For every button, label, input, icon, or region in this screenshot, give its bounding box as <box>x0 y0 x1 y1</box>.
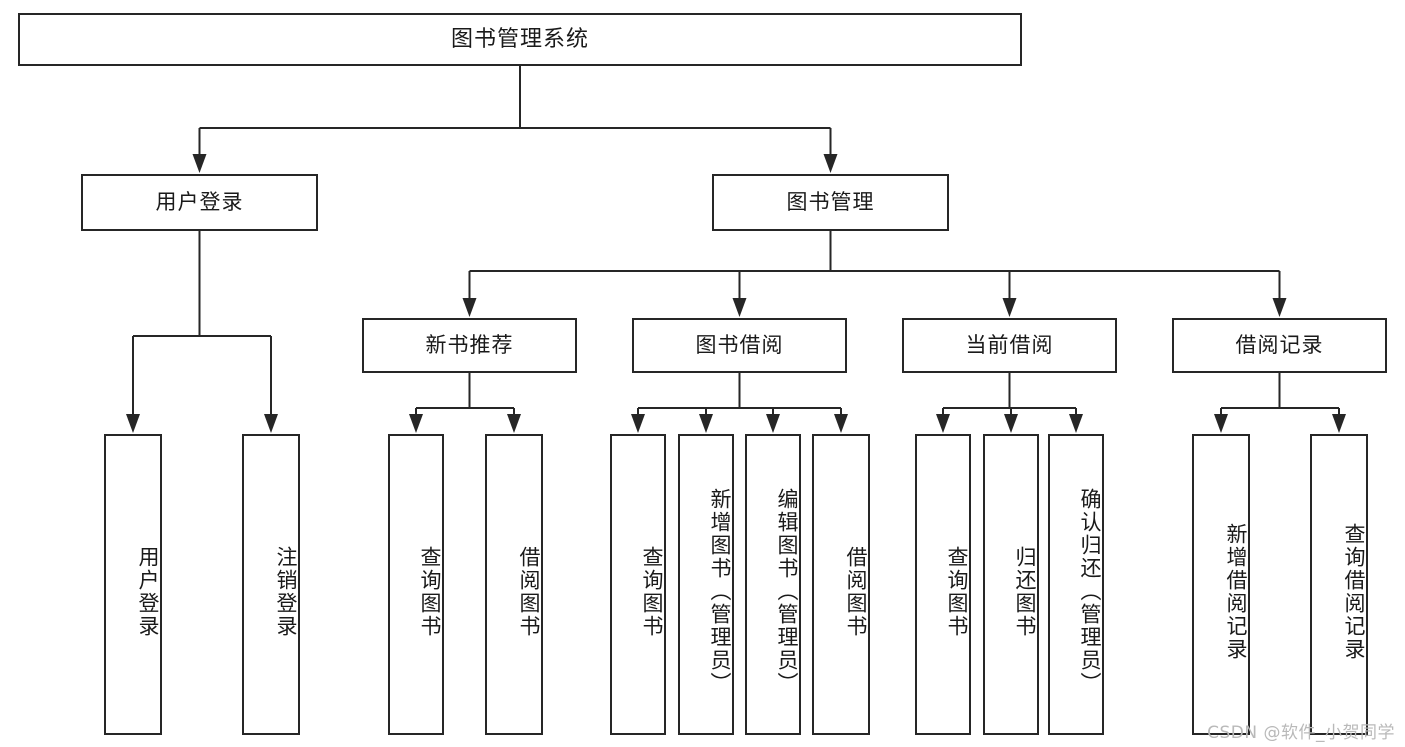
node-root-label: 图书管理系统 <box>450 26 589 52</box>
node-leaf-edit-book[interactable]: 编辑图书（管理员） <box>745 434 801 735</box>
node-leaf-query-book-2-label: 查询图书 <box>640 545 664 638</box>
node-root[interactable]: 图书管理系统 <box>18 13 1022 66</box>
node-user-login[interactable]: 用户登录 <box>81 174 318 231</box>
node-leaf-add-book-label: 新增图书（管理员） <box>708 488 732 695</box>
node-leaf-add-book[interactable]: 新增图书（管理员） <box>678 434 734 735</box>
node-borrow-record-label: 借阅记录 <box>1235 333 1324 358</box>
node-current-borrow[interactable]: 当前借阅 <box>902 318 1117 373</box>
node-book-manage-label: 图书管理 <box>786 190 875 215</box>
node-leaf-query-book-3-label: 查询图书 <box>945 545 969 638</box>
node-leaf-confirm-return-label: 确认归还（管理员） <box>1078 488 1102 695</box>
node-leaf-add-record[interactable]: 新增借阅记录 <box>1192 434 1250 735</box>
node-leaf-return-book-label: 归还图书 <box>1013 545 1037 638</box>
node-user-login-label: 用户登录 <box>155 190 244 215</box>
node-leaf-confirm-return[interactable]: 确认归还（管理员） <box>1048 434 1104 735</box>
node-leaf-edit-book-label: 编辑图书（管理员） <box>775 488 799 695</box>
node-leaf-logout[interactable]: 注销登录 <box>242 434 300 735</box>
node-leaf-query-book-3[interactable]: 查询图书 <box>915 434 971 735</box>
node-leaf-user-login-label: 用户登录 <box>136 545 160 638</box>
node-book-manage[interactable]: 图书管理 <box>712 174 949 231</box>
node-leaf-logout-label: 注销登录 <box>274 545 298 638</box>
node-leaf-borrow-book-2-label: 借阅图书 <box>844 545 868 638</box>
node-leaf-query-record-label: 查询借阅记录 <box>1342 522 1366 661</box>
node-borrow-record[interactable]: 借阅记录 <box>1172 318 1387 373</box>
node-leaf-query-record[interactable]: 查询借阅记录 <box>1310 434 1368 735</box>
node-new-book-rec[interactable]: 新书推荐 <box>362 318 577 373</box>
node-new-book-rec-label: 新书推荐 <box>425 333 514 358</box>
node-book-borrow[interactable]: 图书借阅 <box>632 318 847 373</box>
node-current-borrow-label: 当前借阅 <box>965 333 1054 358</box>
node-leaf-query-book-2[interactable]: 查询图书 <box>610 434 666 735</box>
node-leaf-query-book-1-label: 查询图书 <box>418 545 442 638</box>
node-book-borrow-label: 图书借阅 <box>695 333 784 358</box>
node-leaf-borrow-book-1[interactable]: 借阅图书 <box>485 434 543 735</box>
node-leaf-query-book-1[interactable]: 查询图书 <box>388 434 444 735</box>
watermark-label: CSDN @软件_小贺同学 <box>1207 723 1395 743</box>
node-leaf-user-login[interactable]: 用户登录 <box>104 434 162 735</box>
node-leaf-borrow-book-1-label: 借阅图书 <box>517 545 541 638</box>
node-leaf-borrow-book-2[interactable]: 借阅图书 <box>812 434 870 735</box>
node-leaf-add-record-label: 新增借阅记录 <box>1224 522 1248 661</box>
node-leaf-return-book[interactable]: 归还图书 <box>983 434 1039 735</box>
